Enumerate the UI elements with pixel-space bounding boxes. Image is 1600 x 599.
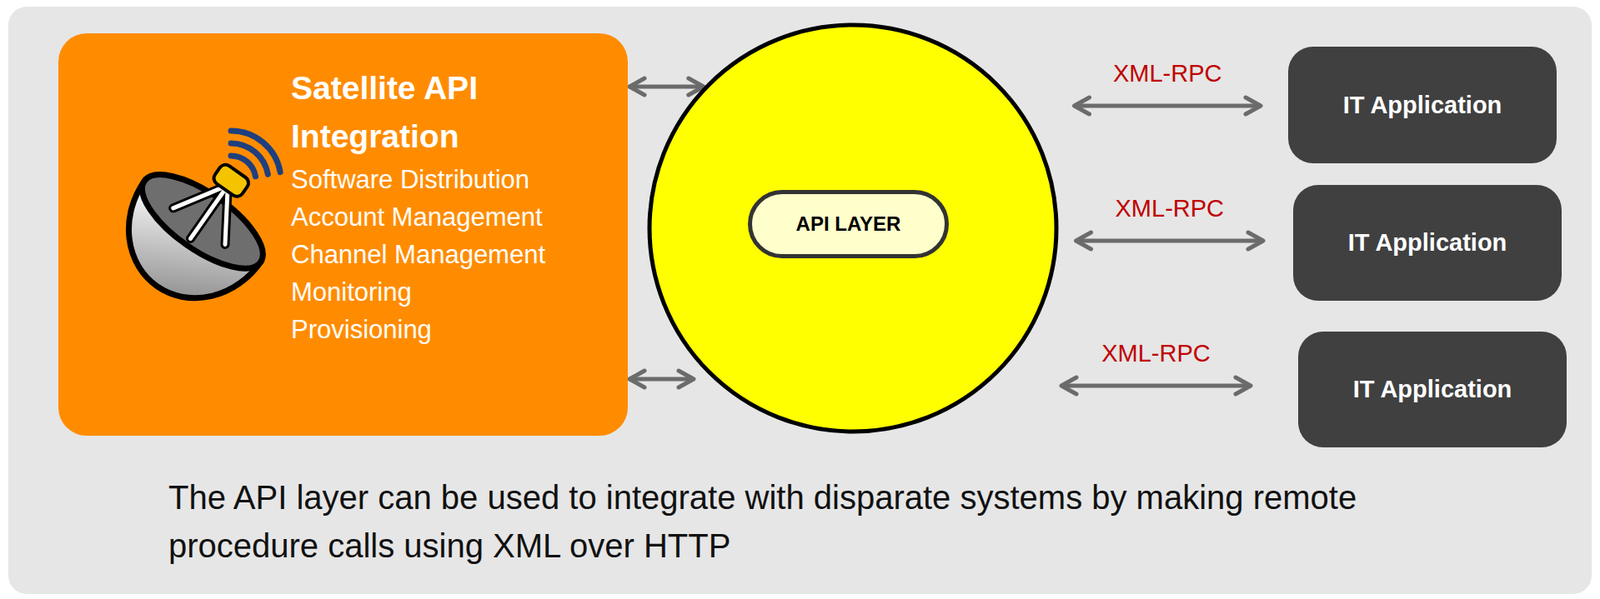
- box-title: Satellite API Integration: [290, 64, 608, 161]
- protocol-label: XML-RPC: [1115, 195, 1225, 223]
- box-label: IT Application: [1348, 229, 1508, 257]
- feature-item: Account Management: [290, 198, 543, 236]
- double-arrow: [629, 85, 704, 90]
- double-arrow: [1076, 239, 1264, 244]
- double-arrow: [1073, 104, 1261, 109]
- feature-item: Monitoring: [290, 273, 412, 311]
- component-box: Satellite API IntegrationSoftware Distri…: [58, 33, 628, 437]
- double-arrow: [629, 377, 694, 382]
- caption: The API layer can be used to integrate w…: [168, 473, 1486, 571]
- feature-item: Provisioning: [290, 310, 432, 349]
- layer-circle: API LAYER: [647, 22, 1059, 435]
- satellite-dish-icon: [100, 108, 301, 317]
- box-label: IT Application: [1343, 91, 1503, 120]
- feature-item: Channel Management: [290, 235, 546, 274]
- application-box: IT Application: [1288, 46, 1557, 164]
- protocol-label: XML-RPC: [1113, 60, 1223, 88]
- feature-item: Software Distribution: [290, 160, 530, 199]
- layer-pill: API LAYER: [747, 190, 949, 259]
- box-label: IT Application: [1353, 376, 1513, 404]
- box-label: API LAYER: [796, 212, 902, 236]
- application-box: IT Application: [1293, 185, 1562, 301]
- application-box: IT Application: [1298, 331, 1567, 448]
- protocol-label: XML-RPC: [1101, 340, 1211, 368]
- double-arrow: [1061, 384, 1251, 389]
